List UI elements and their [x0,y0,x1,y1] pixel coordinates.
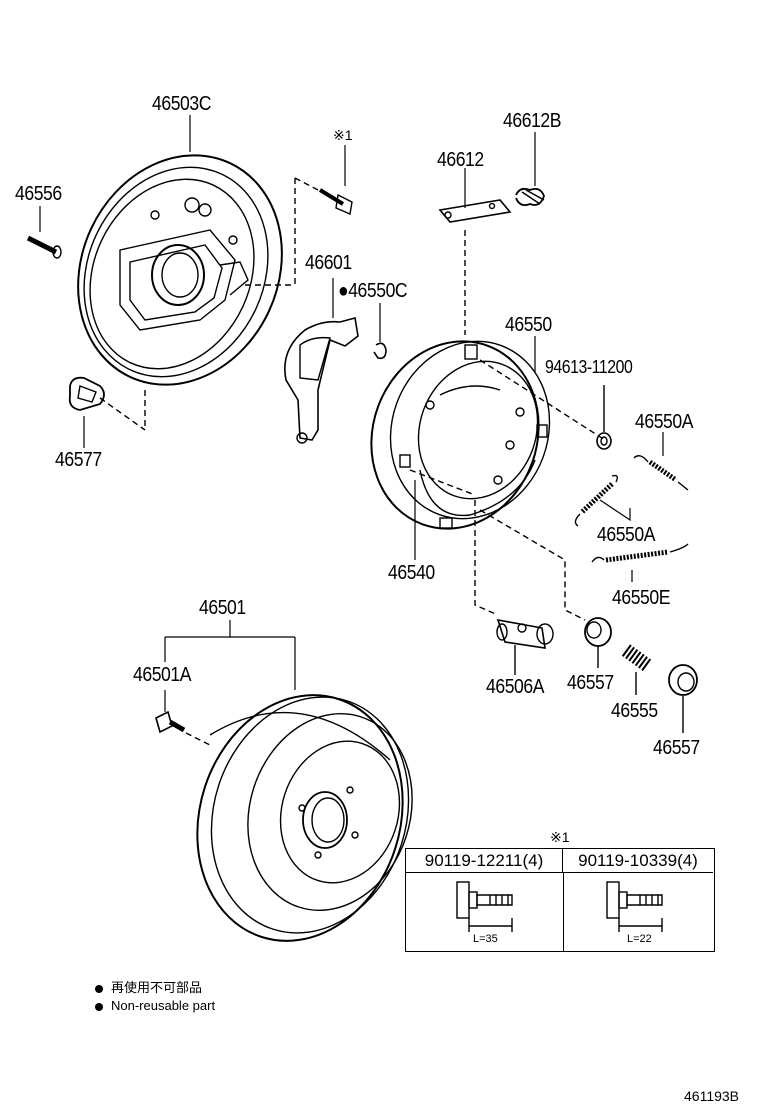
lever-46612 [438,199,512,335]
bullet-icon [95,984,103,993]
label-46550: 46550 [505,314,552,336]
bolt-length-2: L=22 [627,933,652,945]
label-46550A-upper: 46550A [635,411,694,433]
spring-46550A-upper [633,455,689,491]
spring-46550E [591,543,689,563]
label-46557-b: 46557 [653,737,700,759]
label-46550C: ●46550C [338,280,408,302]
bolt-length-1: L=35 [473,933,498,945]
label-46503C: 46503C [152,93,212,115]
clip-46550C [373,342,387,360]
bullet-icon [95,1002,103,1011]
spring-46612B [515,187,545,207]
washer-94613 [596,385,612,450]
leader-lines [39,115,664,712]
hub-bolt-46501A [155,710,211,746]
bolt-table-header-2: 90119-10339(4) [563,849,713,873]
label-46550E: 46550E [612,587,671,609]
bolt-ref1 [245,177,353,286]
note-line-en: Non-reusable part [95,999,215,1012]
cap-46557-a [584,617,612,668]
label-94613-11200: 94613-11200 [545,357,633,377]
table-ref-mark: ※1 [550,829,570,845]
label-46557-a: 46557 [567,672,614,694]
label-46550A-lower: 46550A [597,524,656,546]
plug-46577 [68,376,146,431]
cup-46557-b [668,664,698,733]
label-46612: 46612 [437,149,484,171]
wheel-cylinder-46506A [496,618,554,675]
label-46540: 46540 [388,562,435,584]
backing-plate [77,154,283,386]
label-46612B: 46612B [503,110,562,132]
spring-46550A-lower [574,474,619,527]
figure-code: 461193B [684,1088,740,1104]
bolt-table-cell-1 [406,873,564,951]
brake-drum [196,694,413,942]
table-bolt-1 [456,881,513,932]
label-46577: 46577 [55,449,102,471]
table-bolt-2 [606,881,663,932]
label-46501A: 46501A [133,664,192,686]
note-line-jp: 再使用不可部品 [95,981,202,994]
note-text-jp: 再使用不可部品 [111,980,203,995]
label-46556: 46556 [15,183,62,205]
note-text-en: Non-reusable part [111,998,216,1013]
label-46555: 46555 [611,700,658,722]
lever-46601 [284,317,359,444]
label-ref1: ※1 [333,127,353,143]
brake-shoe [370,340,606,621]
spring-46555 [621,644,653,695]
bolt-46556 [26,235,62,259]
label-46501: 46501 [199,597,246,619]
bolt-table-header-1: 90119-12211(4) [406,849,563,873]
bolt-table: 90119-12211(4) 90119-10339(4) [405,848,715,952]
label-46506A: 46506A [486,676,545,698]
label-46601: 46601 [305,252,352,274]
